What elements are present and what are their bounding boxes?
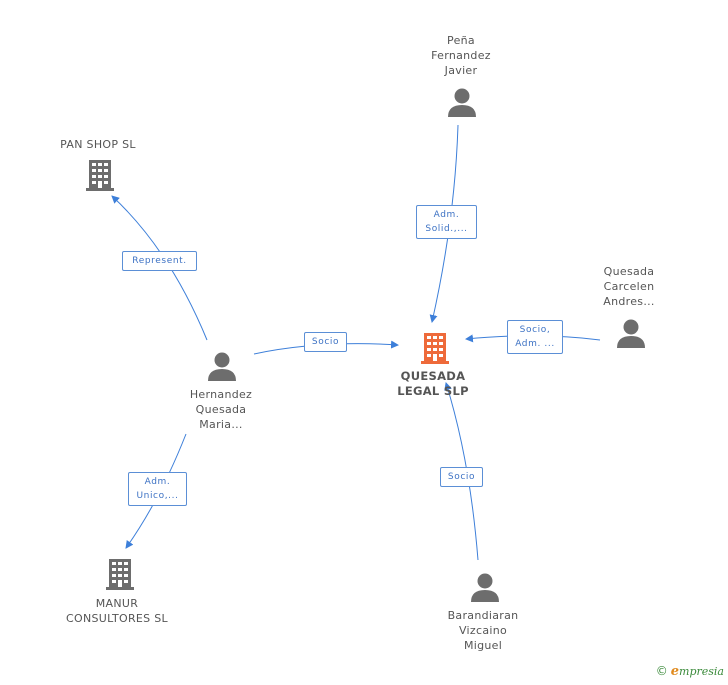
building-icon [86, 160, 114, 191]
person-icon [208, 352, 236, 381]
edge-label-carcelen-to-main[interactable]: Socio, Adm. ... [507, 320, 563, 354]
node-label: QUESADA LEGAL SLP [397, 369, 469, 398]
empresia-logo: ©empresia [656, 664, 724, 679]
copyright-symbol: © [655, 664, 668, 678]
node-label: Hernandez Quesada Maria... [189, 388, 253, 431]
logo-letter: e [670, 664, 680, 679]
node-label: Barandiaran Vizcaino Miguel [447, 609, 519, 652]
edge-label-hernandez-to-manur[interactable]: Adm. Unico,... [128, 472, 187, 506]
person-icon [471, 573, 499, 602]
node-label: Quesada Carcelen Andres... [603, 265, 655, 308]
edge-label-barandiaran-to-main[interactable]: Socio [440, 467, 483, 487]
node-label: Peña Fernandez Javier [431, 34, 491, 77]
logo-text: mpresia [679, 665, 724, 678]
building-icon [421, 333, 449, 364]
node-label: PAN SHOP SL [60, 138, 136, 151]
edge-label-hernandez-to-main[interactable]: Socio [304, 332, 347, 352]
building-icon [106, 559, 134, 590]
person-icon [617, 319, 645, 348]
node-label: MANUR CONSULTORES SL [66, 597, 168, 625]
edge-barandiaran-to-main [444, 382, 479, 561]
person-icon [448, 88, 476, 117]
edge-label-hernandez-to-panshop[interactable]: Represent. [122, 251, 197, 271]
edge-label-pena-to-main[interactable]: Adm. Solid.,... [416, 205, 477, 239]
